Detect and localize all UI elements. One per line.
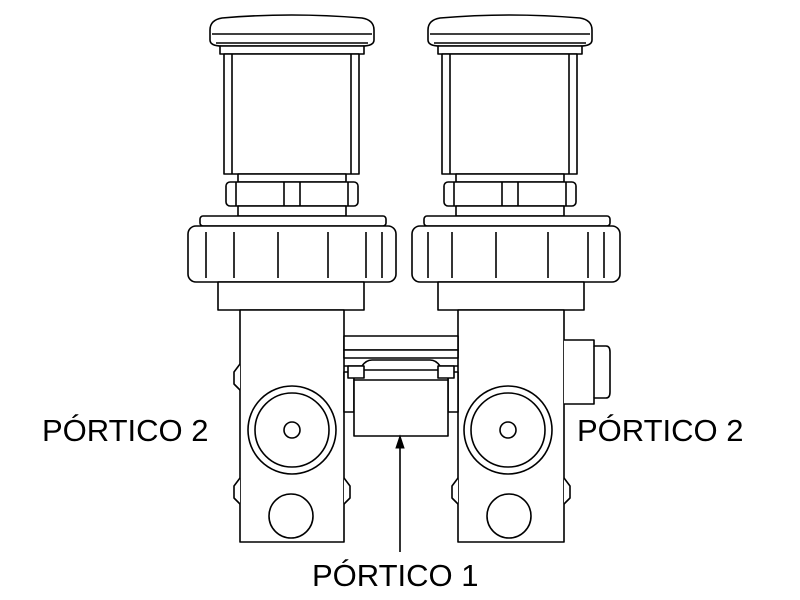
right-union-collar — [411, 215, 621, 311]
left-hex-nut — [225, 173, 359, 217]
label-port-left: PÓRTICO 2 — [42, 413, 209, 448]
right-hex-nut — [443, 173, 577, 217]
right-drain-plug — [486, 493, 532, 539]
right-side-port — [463, 385, 553, 475]
left-drain-plug — [268, 493, 314, 539]
left-valve-assembly — [187, 14, 397, 543]
left-knob-body — [219, 45, 365, 175]
right-side-nozzle — [564, 339, 611, 405]
right-top-cap — [427, 14, 593, 47]
label-port-bottom: PÓRTICO 1 — [312, 558, 479, 593]
right-valve-assembly — [411, 14, 621, 543]
label-port-right: PÓRTICO 2 — [577, 413, 744, 448]
port-1-leader — [395, 434, 405, 552]
right-knob-body — [437, 45, 583, 175]
center-manifold — [343, 335, 459, 437]
arrow-up-icon — [395, 434, 405, 449]
left-top-cap — [209, 14, 375, 47]
left-side-port — [247, 385, 337, 475]
left-union-collar — [187, 215, 397, 311]
